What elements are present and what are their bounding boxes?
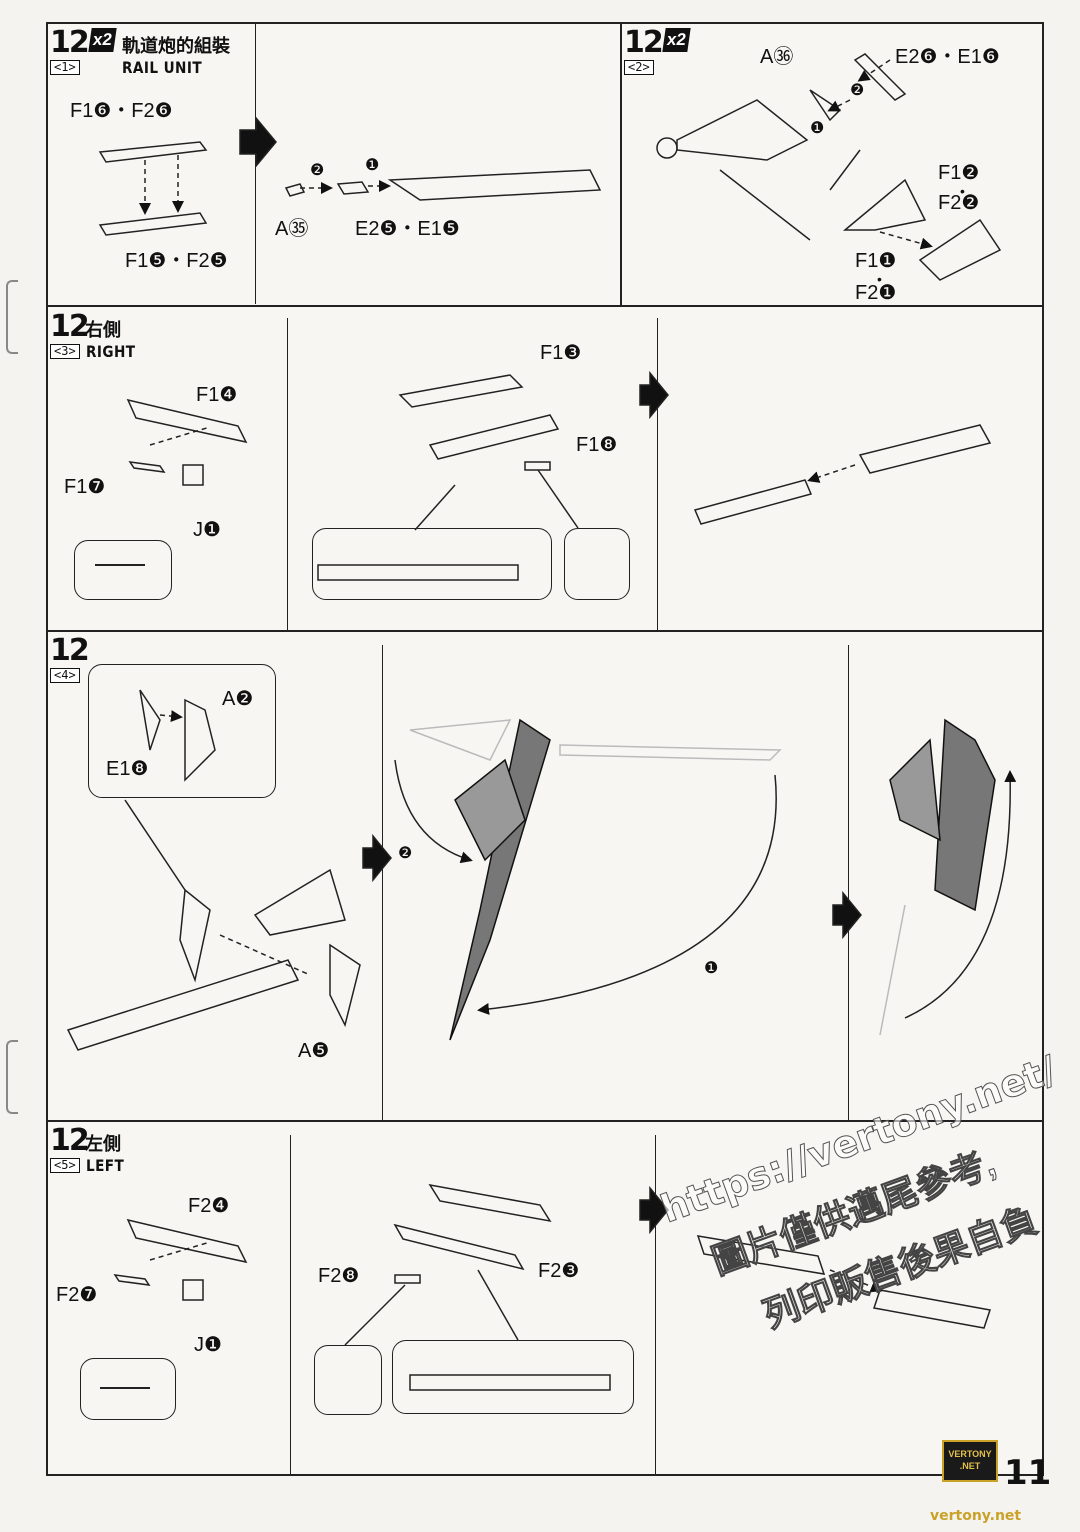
staple-mark [6, 280, 18, 354]
order-marker: ❶ [365, 157, 380, 174]
step-title-jp: 右側 [85, 320, 121, 340]
part-label: E1❽ [106, 758, 149, 780]
part-label: F1❽ [576, 434, 618, 456]
step-title-en: RAIL UNIT [122, 58, 203, 77]
part-label: J❶ [193, 519, 221, 541]
step-badge: 12 x2 <1> [50, 25, 117, 75]
multiplier-badge: x2 [662, 28, 691, 52]
divider [287, 318, 288, 630]
multiplier-badge: x2 [88, 28, 117, 52]
step-number: 12 [50, 633, 90, 668]
order-marker: ❷ [398, 845, 413, 862]
part-label: A㉟ [275, 218, 309, 240]
step-title-en: LEFT [86, 1156, 125, 1175]
logo-text: .NET [959, 1461, 981, 1471]
detail-callout [314, 1345, 382, 1415]
page-number: 11 [1004, 1453, 1052, 1493]
step-sub-number: <1> [50, 60, 80, 75]
part-label: F1❻・F2❻ [70, 100, 173, 122]
order-marker: ❶ [704, 960, 719, 977]
order-marker: ❷ [310, 162, 325, 179]
step-number: 12 [50, 1123, 90, 1158]
part-label: F1❹ [196, 384, 238, 406]
step-badge: 12 <5> [50, 1123, 90, 1173]
step-sub-number: <3> [50, 344, 80, 359]
step-badge: 12 x2 <2> [624, 25, 691, 75]
site-url: vertony.net [930, 1508, 1022, 1524]
step-sub-number: <4> [50, 668, 80, 683]
part-label: F1❷ [938, 162, 980, 184]
part-label: F2❷ [938, 192, 980, 214]
step-badge: 12 <4> [50, 633, 90, 683]
divider [290, 1135, 291, 1475]
part-label: J❶ [194, 1334, 222, 1356]
detail-callout [88, 664, 276, 798]
divider [382, 645, 383, 1120]
part-label: A❺ [298, 1040, 330, 1062]
divider [46, 1120, 1044, 1122]
step-badge: 12 <3> [50, 309, 90, 359]
part-label: F2❸ [538, 1260, 580, 1282]
order-marker: ❶ [810, 120, 825, 137]
part-label: F1❶ [855, 250, 897, 272]
part-label: A㊱ [760, 46, 794, 68]
part-label: E2❻・E1❻ [895, 46, 1000, 68]
detail-callout [392, 1340, 634, 1414]
part-label: E2❺・E1❺ [355, 218, 460, 240]
part-label: F2❼ [56, 1284, 98, 1306]
separator-dot: • [960, 183, 965, 199]
step-title-jp: 左側 [85, 1134, 121, 1154]
part-label: F1❼ [64, 476, 106, 498]
detail-callout [312, 528, 552, 600]
step-sub-number: <5> [50, 1158, 80, 1173]
part-label: F1❺・F2❺ [125, 250, 228, 272]
order-marker: ❷ [850, 82, 865, 99]
separator-dot: • [877, 271, 882, 287]
part-label: F2❹ [188, 1195, 230, 1217]
step-sub-number: <2> [624, 60, 654, 75]
divider [46, 305, 1044, 307]
part-label: F1❸ [540, 342, 582, 364]
divider [657, 318, 658, 630]
part-label: F2❶ [855, 282, 897, 304]
detail-callout [564, 528, 630, 600]
staple-mark [6, 1040, 18, 1114]
divider [255, 24, 256, 304]
step-number: 12 [50, 25, 90, 60]
detail-callout [80, 1358, 176, 1420]
detail-callout [74, 540, 172, 600]
step-title-jp: 軌道炮的組裝 [122, 36, 230, 56]
step-title-en: RIGHT [86, 342, 136, 361]
step-number: 12 [624, 25, 664, 60]
divider [46, 630, 1044, 632]
site-logo: VERTONY .NET [942, 1440, 998, 1482]
step-number: 12 [50, 309, 90, 344]
part-label: A❷ [222, 688, 254, 710]
divider [655, 1135, 656, 1475]
part-label: F2❽ [318, 1265, 360, 1287]
divider [848, 645, 849, 1120]
divider [620, 22, 622, 306]
logo-text: VERTONY [948, 1449, 992, 1459]
